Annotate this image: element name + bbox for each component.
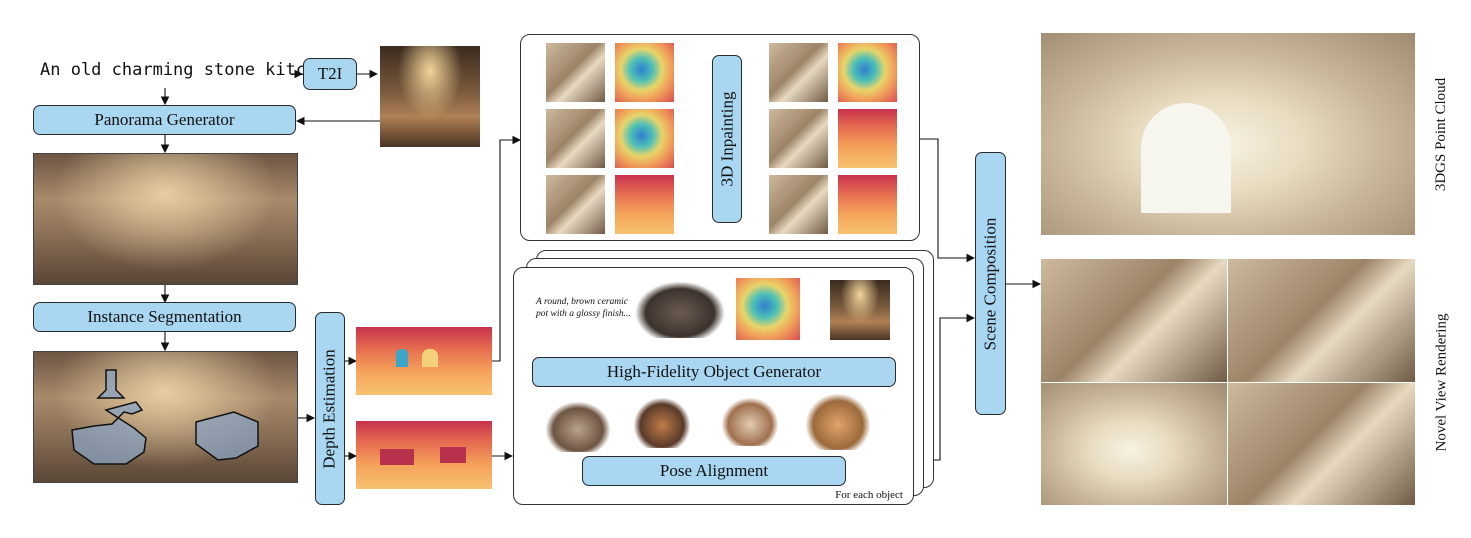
inpaint-output-depth-2 [838, 109, 897, 168]
t2i-label: T2I [317, 64, 343, 83]
depth-object-2 [440, 447, 466, 463]
object-panel: A round, brown ceramic pot with a glossy… [513, 267, 914, 505]
pose-alignment-label: Pose Alignment [659, 461, 769, 480]
novel-view-side-text: Novel View Rendering [1433, 313, 1450, 452]
novel-view-side-label: Novel View Rendering [1424, 314, 1450, 452]
t2i-box: T2I [303, 58, 357, 90]
inpaint-input-view-2 [546, 109, 605, 168]
inpaint-output-view-1 [769, 43, 828, 102]
inpainting-3d-label: 3D Inpainting [717, 91, 736, 187]
object-depth-map [736, 278, 800, 340]
scene-composition-box: Scene Composition [975, 152, 1006, 415]
pose-alignment-box: Pose Alignment [582, 456, 846, 486]
depth-estimation-label: Depth Estimation [320, 348, 339, 469]
for-each-object-label: For each object [835, 489, 903, 501]
inpaint-input-view-3 [546, 175, 605, 234]
inpaint-input-depth-1 [615, 43, 674, 102]
prompt-text: An old charming stone kitchen [40, 60, 337, 80]
generated-object-2 [634, 398, 690, 448]
depth-estimation-box: Depth Estimation [315, 312, 345, 505]
generated-object-3 [722, 398, 778, 446]
point-cloud-side-text: 3DGS Point Cloud [1433, 77, 1450, 192]
generated-object-4 [806, 394, 870, 450]
object-generator-box: High-Fidelity Object Generator [532, 357, 896, 387]
t2i-kitchen-image [380, 46, 480, 147]
inpaint-output-depth-3 [838, 175, 897, 234]
depth-window-2 [422, 349, 438, 367]
inpainting-panel: 3D Inpainting [520, 34, 920, 241]
panorama-generator-box: Panorama Generator [33, 105, 296, 135]
inpaint-output-view-2 [769, 109, 828, 168]
depth-map-objects [356, 421, 492, 489]
panorama-generator-label: Panorama Generator [94, 110, 235, 129]
depth-object-1 [380, 449, 414, 465]
segmentation-masks [71, 369, 259, 465]
object-context-image [830, 280, 890, 340]
panorama-image [33, 153, 298, 285]
inpainting-3d-box: 3D Inpainting [712, 55, 742, 223]
inpaint-input-depth-2 [615, 109, 674, 168]
inpaint-output-view-3 [769, 175, 828, 234]
coarse-object-render [636, 282, 724, 338]
depth-window-1 [396, 349, 408, 367]
generated-object-1 [546, 402, 610, 452]
novel-view-1 [1041, 259, 1227, 382]
point-cloud-window [1141, 103, 1231, 213]
novel-view-2 [1228, 259, 1415, 382]
inpaint-input-depth-3 [615, 175, 674, 234]
object-caption: A round, brown ceramic pot with a glossy… [536, 297, 631, 319]
point-cloud-render [1041, 33, 1415, 235]
depth-map-scene [356, 327, 492, 395]
inpaint-output-depth-1 [838, 43, 897, 102]
segmented-panorama-image [33, 351, 298, 483]
instance-segmentation-box: Instance Segmentation [33, 302, 296, 332]
novel-view-4 [1228, 383, 1415, 505]
point-cloud-side-label: 3DGS Point Cloud [1424, 78, 1450, 191]
novel-view-3 [1041, 383, 1227, 505]
object-generator-label: High-Fidelity Object Generator [606, 362, 822, 381]
inpaint-input-view-1 [546, 43, 605, 102]
scene-composition-label: Scene Composition [980, 217, 1000, 350]
instance-segmentation-label: Instance Segmentation [87, 307, 242, 326]
